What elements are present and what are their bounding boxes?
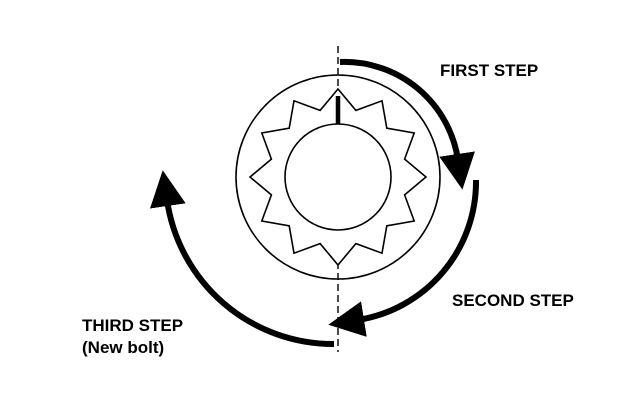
first-step-arrow [339,58,475,190]
third-step-arrow [150,170,335,348]
second-step-arrow [328,179,480,337]
third-step-note: (New bolt) [82,338,165,357]
bolt-shank-circle [284,123,392,231]
second-step-label: SECOND STEP [452,291,574,310]
first-step-label: FIRST STEP [440,61,539,80]
third-step-label: THIRD STEP [82,316,184,335]
